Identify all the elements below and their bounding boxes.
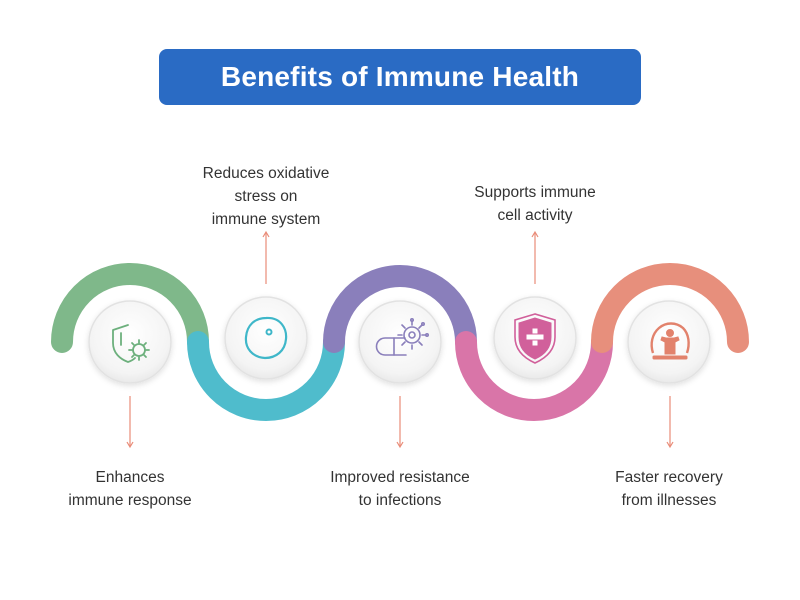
page-title: Benefits of Immune Health — [220, 61, 580, 92]
step-label-3-line-2: to infections — [358, 492, 442, 509]
step-label-1-line-2: immune response — [68, 492, 192, 509]
arrow-up-4 — [531, 230, 539, 284]
arc-segment-4 — [455, 331, 613, 421]
arrow-up-2 — [262, 230, 270, 284]
cell-icon — [244, 316, 288, 360]
shield-virus-icon — [112, 324, 150, 363]
step-circle-1 — [88, 300, 172, 384]
shield-plus-icon — [514, 313, 556, 364]
arrow-down-5 — [666, 396, 674, 449]
step-label-4-line-1: Supports immune — [474, 184, 596, 201]
step-label-1-line-1: Enhances — [95, 469, 165, 486]
step-circle-3 — [358, 300, 442, 384]
step-label-3-line-1: Improved resistance — [330, 469, 470, 486]
title-banner: Benefits of Immune Health — [159, 49, 641, 105]
arc-segment-1 — [51, 263, 209, 353]
arrow-down-3 — [396, 396, 404, 449]
step-label-5-line-1: Faster recovery — [615, 469, 723, 486]
step-label-5-line-2: from illnesses — [621, 492, 717, 509]
step-label-2-line-1: Reduces oxidative — [202, 165, 330, 182]
step-label-3: Improved resistance to infections — [300, 466, 500, 512]
step-label-2-line-2: stress on — [234, 188, 298, 205]
step-label-5: Faster recovery from illnesses — [569, 466, 769, 512]
arc-segment-3 — [323, 265, 477, 353]
step-label-1: Enhances immune response — [30, 466, 230, 512]
arc-segment-2 — [187, 331, 345, 421]
capsule-virus-icon — [375, 317, 429, 356]
person-recovery-icon — [650, 322, 690, 360]
step-label-2: Reduces oxidative stress on immune syste… — [166, 162, 366, 231]
step-circle-2 — [224, 296, 308, 380]
step-label-2-line-3: immune system — [211, 211, 321, 228]
step-label-4: Supports immune cell activity — [435, 181, 635, 227]
arrow-down-1 — [126, 396, 134, 449]
arc-segment-5 — [591, 263, 749, 353]
step-label-4-line-2: cell activity — [497, 207, 573, 224]
